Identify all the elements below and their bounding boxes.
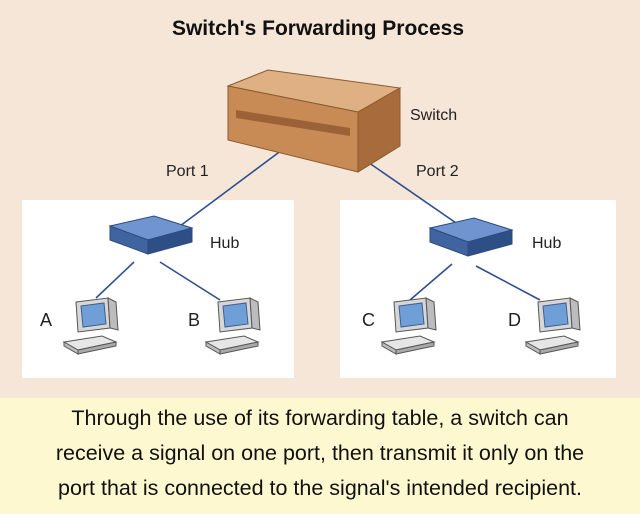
computer-a-label: A — [40, 310, 52, 330]
diagram-area: Switch's Forwarding Process Switch Port … — [0, 0, 640, 398]
network-links — [95, 149, 541, 301]
diagram-title: Switch's Forwarding Process — [172, 17, 464, 40]
port-1-label: Port 1 — [166, 163, 209, 180]
caption-line-1: Through the use of its forwarding table,… — [71, 406, 569, 430]
caption-line-2: receive a signal on one port, then trans… — [55, 441, 585, 465]
port-2-label: Port 2 — [416, 163, 459, 180]
switch-icon — [226, 69, 402, 173]
link-port2-hub-right — [361, 157, 473, 235]
hub-right-label: Hub — [532, 235, 561, 252]
link-port1-hub-left — [171, 149, 283, 233]
link-hub-right-d — [475, 265, 541, 301]
computer-c-label: C — [362, 310, 375, 330]
hub-left-label: Hub — [210, 235, 239, 252]
caption-box: Through the use of its forwarding table,… — [0, 398, 640, 514]
link-hub-left-a — [95, 261, 135, 299]
switch-label: Switch — [410, 107, 457, 124]
computer-d-label: D — [508, 310, 521, 330]
caption-line-3: port that is connected to the signal's i… — [57, 476, 583, 500]
link-hub-right-c — [409, 263, 453, 301]
link-hub-left-b — [159, 261, 221, 301]
network-diagram: Switch's Forwarding Process Switch Port … — [22, 17, 616, 378]
computer-b-label: B — [188, 310, 200, 330]
